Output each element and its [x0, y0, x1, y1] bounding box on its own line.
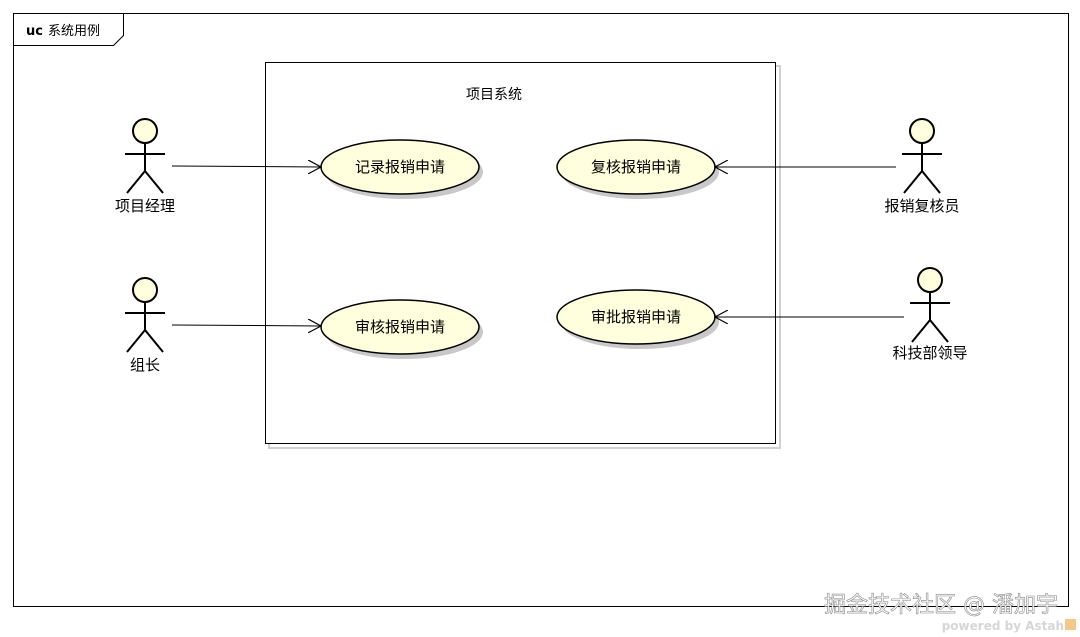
use-case-label: 审批报销申请 — [591, 308, 681, 326]
stick-figure-icon — [902, 118, 942, 194]
association-line — [171, 325, 321, 326]
use-case[interactable]: 审批报销申请 — [556, 289, 719, 349]
actor[interactable]: 报销复核员 — [884, 118, 960, 215]
stick-figure-icon — [910, 267, 950, 343]
use-case[interactable]: 记录报销申请 — [320, 139, 483, 199]
use-case-label: 记录报销申请 — [355, 158, 445, 176]
use-case-label: 审核报销申请 — [355, 318, 445, 336]
stick-figure-icon — [125, 277, 165, 353]
system-boundary: 项目系统 — [265, 62, 781, 449]
use-case-label: 复核报销申请 — [591, 158, 681, 176]
actor[interactable]: 组长 — [125, 277, 165, 374]
watermark-text: 掘金技术社区 @ 潘加宇 — [824, 593, 1058, 618]
association-line — [171, 166, 321, 167]
system-title: 项目系统 — [466, 87, 522, 103]
actor[interactable]: 项目经理 — [115, 118, 175, 215]
actor-label: 报销复核员 — [884, 197, 959, 215]
use-case[interactable]: 复核报销申请 — [556, 139, 719, 199]
frame-name: 系统用例 — [48, 24, 100, 39]
watermark: 掘金技术社区 @ 潘加宇 powered by Astah — [824, 593, 1076, 633]
diagram-frame: uc 系统用例 — [13, 13, 1069, 607]
actor[interactable]: 科技部领导 — [892, 267, 968, 362]
use-case[interactable]: 审核报销申请 — [320, 299, 483, 359]
associations — [171, 166, 904, 326]
actor-label: 科技部领导 — [892, 344, 967, 362]
watermark-subtext: powered by Astah — [942, 619, 1064, 633]
frame-keyword: uc — [26, 24, 43, 39]
actor-label: 组长 — [130, 356, 160, 374]
actor-label: 项目经理 — [115, 197, 175, 215]
astah-logo-icon — [1065, 619, 1076, 630]
stick-figure-icon — [125, 118, 165, 194]
